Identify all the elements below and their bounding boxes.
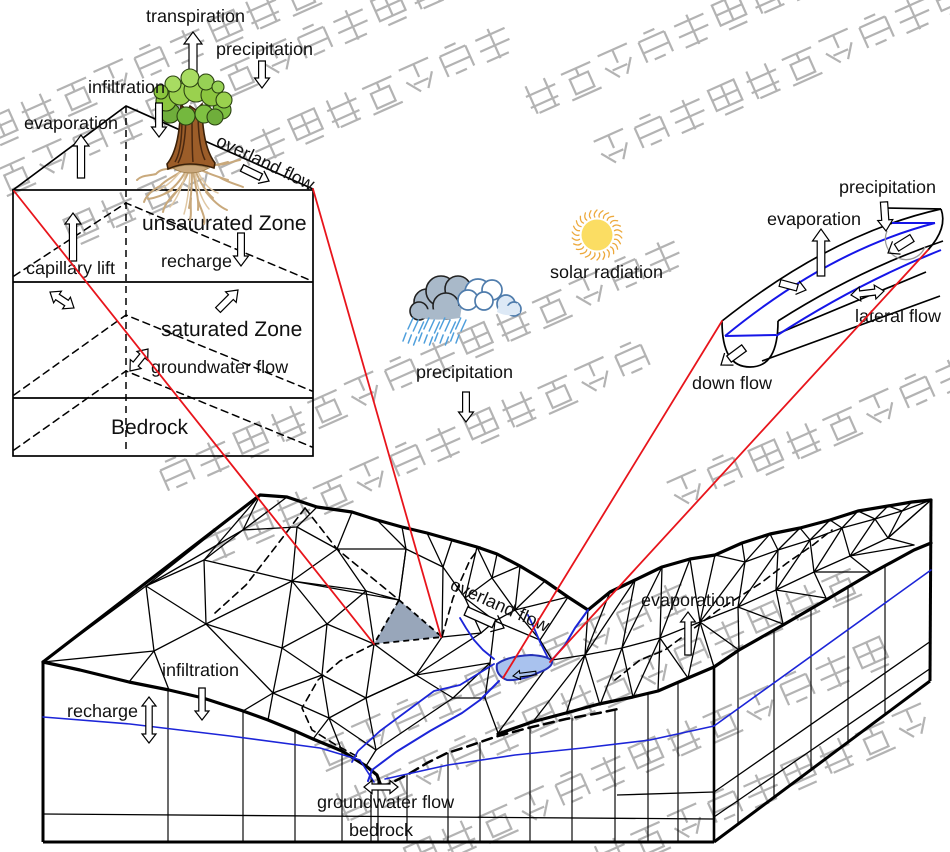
svg-text:groundwater flow: groundwater flow: [317, 792, 455, 812]
svg-text:groundwater flow: groundwater flow: [151, 357, 289, 377]
svg-text:precipitation: precipitation: [839, 177, 936, 197]
svg-text:solar radiation: solar radiation: [550, 262, 663, 282]
svg-text:infiltration: infiltration: [162, 660, 239, 680]
svg-text:saturated Zone: saturated Zone: [161, 318, 302, 341]
svg-text:precipitation: precipitation: [216, 39, 313, 59]
svg-text:unsaturated Zone: unsaturated Zone: [142, 212, 307, 235]
svg-text:infiltration: infiltration: [88, 77, 165, 97]
svg-text:down flow: down flow: [692, 373, 773, 393]
svg-text:precipitation: precipitation: [416, 362, 513, 382]
svg-text:overland flow: overland flow: [447, 574, 553, 636]
svg-text:capillary lift: capillary lift: [26, 258, 115, 278]
svg-text:evaporation: evaporation: [767, 209, 861, 229]
svg-text:evaporation: evaporation: [24, 113, 118, 133]
svg-text:lateral flow: lateral flow: [855, 306, 942, 326]
svg-text:transpiration: transpiration: [146, 6, 245, 26]
svg-text:Bedrock: Bedrock: [111, 416, 189, 439]
svg-text:recharge: recharge: [161, 251, 232, 271]
svg-text:evaporation: evaporation: [641, 590, 735, 610]
svg-text:recharge: recharge: [67, 701, 138, 721]
svg-text:bedrock: bedrock: [349, 820, 414, 840]
